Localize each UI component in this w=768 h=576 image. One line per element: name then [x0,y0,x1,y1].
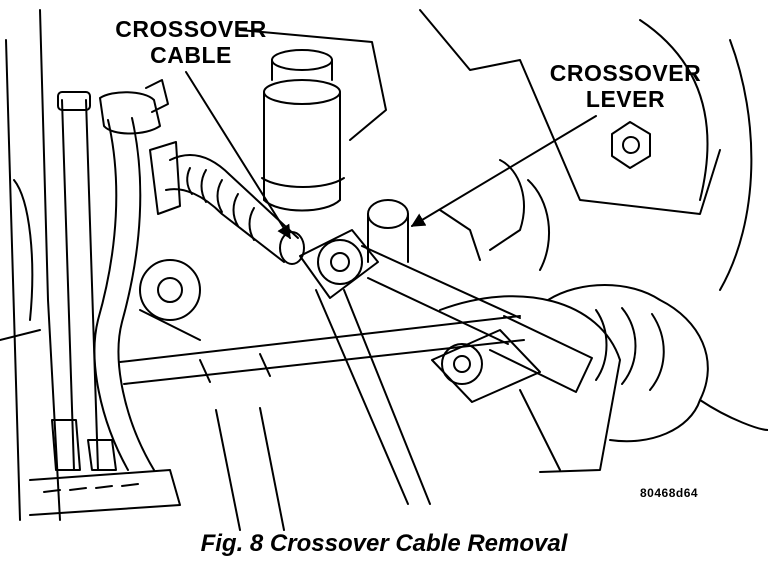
crossover-cable-label: CROSSOVER CABLE [96,16,286,68]
crossover-lever-label: CROSSOVER LEVER [528,60,723,112]
transmission-housing [215,9,753,531]
crossover-cable-label-line2: CABLE [150,42,232,68]
crossover-lever-label-line2: LEVER [585,86,666,112]
hand [547,284,768,443]
shift-rod [119,315,525,385]
mount-bolt-right [611,121,651,169]
mount-bolt-lower [431,329,541,403]
figure-caption: Fig. 8 Crossover Cable Removal [200,530,568,557]
crossover-lever-arrow [410,115,597,227]
crossover-cable-arrow [185,71,291,240]
crossover-cable-label-line1: CROSSOVER [115,16,267,42]
left-frame [0,9,61,521]
crossover-cable-boot [149,141,305,265]
wrench [315,245,593,505]
crossover-lever [299,199,409,299]
mount-bolt-left [139,259,201,341]
part-number: 80468d64 [640,486,699,500]
hose [93,79,169,471]
vertical-rod [29,91,181,516]
crossover-lever-label-line1: CROSSOVER [549,60,702,86]
